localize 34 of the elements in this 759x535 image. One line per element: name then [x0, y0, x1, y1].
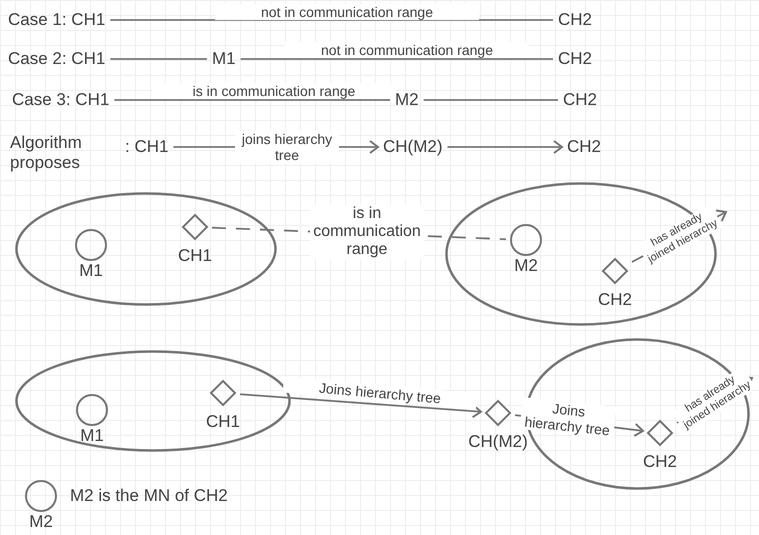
node-label: Case 1: CH1 [8, 8, 106, 32]
edge-label: not in communication range [285, 42, 529, 58]
node-label: M2 [514, 256, 538, 276]
connector-line [110, 58, 207, 60]
node-label: M2 [29, 512, 53, 532]
node-label: CH1 [178, 246, 212, 266]
edge-label: Joins hierarchy tree [282, 376, 478, 410]
edge-label: is in communication range [310, 205, 424, 259]
text-label: Algorithm proposes [10, 133, 83, 173]
connector-line [424, 99, 558, 101]
connector-line [110, 19, 553, 21]
node-label: CH2 [643, 452, 677, 472]
node-label: M1 [79, 261, 103, 281]
node-label: M1 [212, 47, 236, 71]
node-label: M2 [395, 88, 419, 112]
node-label: CH2 [563, 88, 598, 112]
node-label: : CH1 [125, 135, 168, 159]
node-label: Case 3: CH1 [12, 88, 110, 112]
node-label: CH(M2) [383, 135, 442, 159]
connector-line [240, 58, 553, 60]
node-label: Case 2: CH1 [8, 47, 106, 71]
arrow [240, 393, 482, 418]
edge-label: is in communication range [152, 83, 396, 99]
node-label: M1 [80, 426, 104, 446]
node-label: CH2 [558, 47, 592, 71]
edge-label: not in communication range [215, 4, 479, 20]
note-text: M2 is the MN of CH2 [70, 486, 228, 506]
arrow [448, 140, 563, 154]
edge-label: joins hierarchy tree [235, 131, 339, 163]
connector-line [114, 99, 390, 101]
node-label: CH2 [567, 135, 602, 159]
node-label: CH2 [558, 8, 592, 32]
node-label: CH2 [598, 290, 632, 310]
node-label: CH1 [206, 412, 240, 432]
